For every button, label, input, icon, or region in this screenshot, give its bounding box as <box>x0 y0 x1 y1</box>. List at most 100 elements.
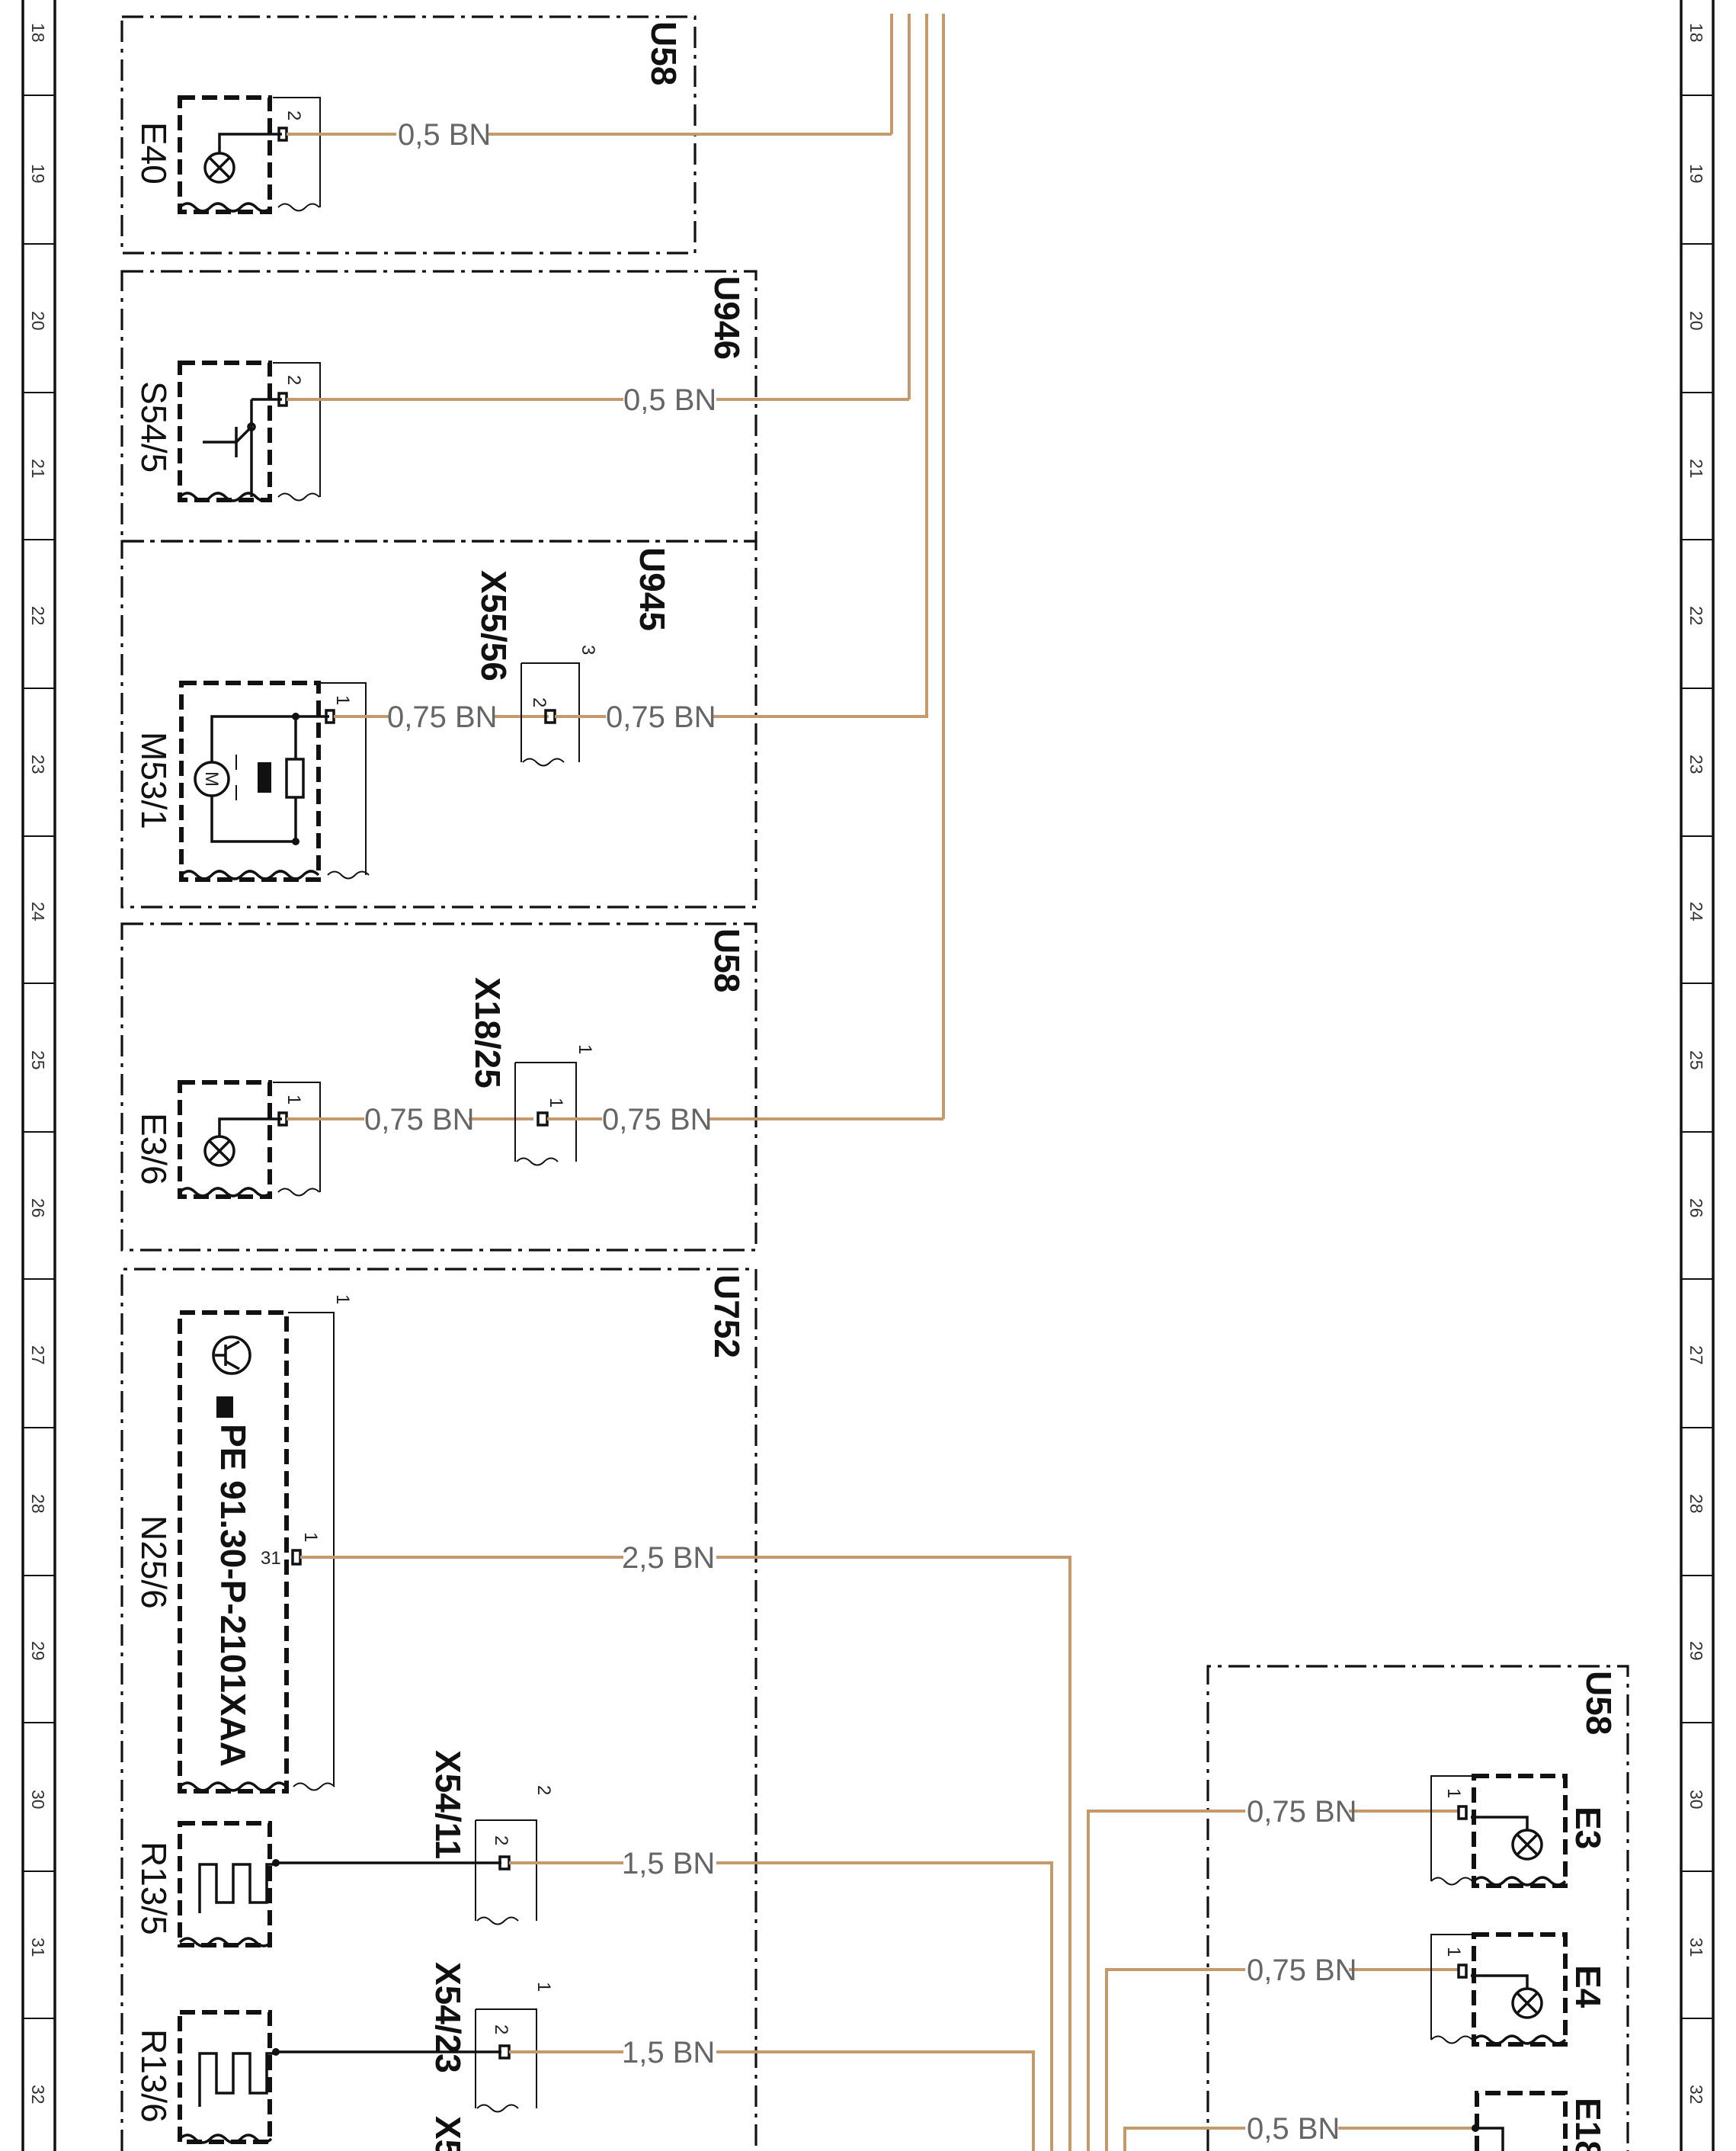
wire-label: 0,5 BN <box>1247 2112 1340 2146</box>
ruler-tick: 19 <box>1686 164 1706 184</box>
ruler-tick: 32 <box>28 2085 48 2105</box>
pin-label: 2 <box>491 2024 511 2034</box>
ruler-tick: 26 <box>28 1198 48 1218</box>
wire-label: 0,75 BN <box>364 1103 475 1136</box>
ruler-tick: 23 <box>28 755 48 774</box>
component-r13-5: R13/5 <box>134 1821 501 1947</box>
left-ruler <box>21 0 56 2151</box>
ruler-tick: 21 <box>28 459 48 479</box>
ruler-tick: 28 <box>1686 1494 1706 1514</box>
component-label: N25/6 <box>134 1515 174 1609</box>
ruler-tick: 31 <box>1686 1938 1706 1957</box>
ruler-tick: 25 <box>28 1050 48 1070</box>
pin-label: 1 <box>575 1044 595 1054</box>
connector-x55-56: 3 2 X55/56 <box>474 570 598 767</box>
component-label: R13/5 <box>134 1842 174 1935</box>
component-label: E3 <box>1568 1806 1608 1849</box>
wire-label: 0,75 BN <box>602 1103 713 1136</box>
pin-label: 2 <box>529 697 549 707</box>
wire-label: 0,75 BN <box>606 700 716 734</box>
wire-label: 0,5 BN <box>623 383 716 417</box>
component-label: E18 <box>1568 2098 1608 2151</box>
pin-label: 2 <box>533 1785 554 1795</box>
ruler-tick: 29 <box>1686 1641 1706 1661</box>
connector-x18-25: 1 1 X18/25 <box>468 977 595 1166</box>
ruler-tick: 24 <box>28 902 48 922</box>
pin-label: 1 <box>1443 1947 1464 1957</box>
ruler-tick: 18 <box>1686 23 1706 43</box>
module-label: U946 <box>707 276 747 360</box>
ruler-tick: 18 <box>28 23 48 43</box>
pin-label: 1 <box>1443 1788 1464 1798</box>
connector-label: X18/25 <box>468 977 508 1088</box>
connector-x54-23: 1 2 X54/23 <box>428 1962 554 2113</box>
component-label: R13/6 <box>134 2029 174 2123</box>
ruler-tick: 21 <box>1686 459 1706 479</box>
connector-label: X55/56 <box>474 570 514 681</box>
wire-label: 1,5 BN <box>622 1847 715 1880</box>
component-label: M53/1 <box>134 732 174 829</box>
ruler-tick: 25 <box>1686 1050 1706 1070</box>
module-box-u58-right <box>1206 1665 1629 2151</box>
component-label: S54/5 <box>134 381 174 473</box>
connector-label: X54/23 <box>428 1962 468 2073</box>
component-label: E4 <box>1568 1965 1608 2008</box>
wire-label: 0,75 BN <box>1247 1795 1357 1829</box>
ruler-tick: 27 <box>28 1345 48 1365</box>
ruler-tick: 20 <box>1686 311 1706 331</box>
module-box-u58-mid <box>120 922 757 1252</box>
module-label: U58 <box>707 928 747 992</box>
component-s54-5: 2 S54/5 <box>134 361 321 502</box>
connector-label: X54/11 <box>428 1750 468 1859</box>
module-box-u945 <box>120 540 757 909</box>
ruler-tick: 19 <box>28 164 48 184</box>
component-n25-6: 1 1 31 PE 91.30-P-2101XAA N25/6 <box>134 1294 353 1794</box>
component-e40: 2 E40 <box>134 95 321 214</box>
pin-label: 2 <box>283 375 304 385</box>
ruler-tick: 24 <box>1686 902 1706 922</box>
component-e3: 1 E3 <box>1430 1774 1608 1888</box>
pin-label: 1 <box>332 695 353 705</box>
ruler-tick: 22 <box>1686 606 1706 626</box>
pin-label: 2 <box>283 111 304 120</box>
pin-label: 1 <box>533 1982 554 1992</box>
right-ruler <box>1680 0 1715 2151</box>
component-e4: 1 E4 <box>1430 1932 1608 2047</box>
ruler-tick: 31 <box>28 1938 48 1957</box>
ruler-tick: 23 <box>1686 755 1706 774</box>
component-e3-6: 1 E3/6 <box>134 1080 321 1199</box>
component-label: E3/6 <box>134 1113 174 1185</box>
ruler-tick: 32 <box>1686 2085 1706 2105</box>
component-r13-6: R13/6 <box>134 2010 501 2144</box>
module-label: U752 <box>707 1274 747 1358</box>
wire-label: 2,5 BN <box>622 1541 715 1575</box>
ruler-tick: 26 <box>1686 1198 1706 1218</box>
pin-label: 3 <box>578 645 598 655</box>
pin-label: 1 <box>300 1532 321 1542</box>
pin-label: 2 <box>491 1835 511 1845</box>
wire-label: 0,75 BN <box>387 700 498 734</box>
pin-label: 1 <box>332 1294 353 1304</box>
wire-bundle-top <box>890 14 945 1119</box>
connector-label-partial: X5 <box>428 2116 468 2151</box>
component-e18: E18 <box>1472 2091 1608 2151</box>
ruler-tick: 28 <box>28 1494 48 1514</box>
wire-label: 0,5 BN <box>398 118 491 152</box>
pin-number: 31 <box>261 1548 281 1569</box>
ruler-tick: 30 <box>1686 1790 1706 1810</box>
ruler-tick: 20 <box>28 311 48 331</box>
reference-note: PE 91.30-P-2101XAA <box>213 1424 253 1767</box>
pin-label: 1 <box>546 1098 566 1108</box>
module-box-u752 <box>120 1268 757 2151</box>
component-label: E40 <box>134 122 174 184</box>
ruler-tick: 27 <box>1686 1345 1706 1365</box>
module-label: U945 <box>633 547 672 631</box>
ruler-tick: 22 <box>28 606 48 626</box>
ruler-tick: 29 <box>28 1641 48 1661</box>
wire-label: 0,75 BN <box>1247 1954 1357 1987</box>
module-label: U58 <box>644 21 684 85</box>
connector-x54-11: 2 2 X54/11 <box>428 1750 554 1925</box>
motor-symbol: M <box>201 771 222 787</box>
wire-label: 1,5 BN <box>622 2036 715 2069</box>
